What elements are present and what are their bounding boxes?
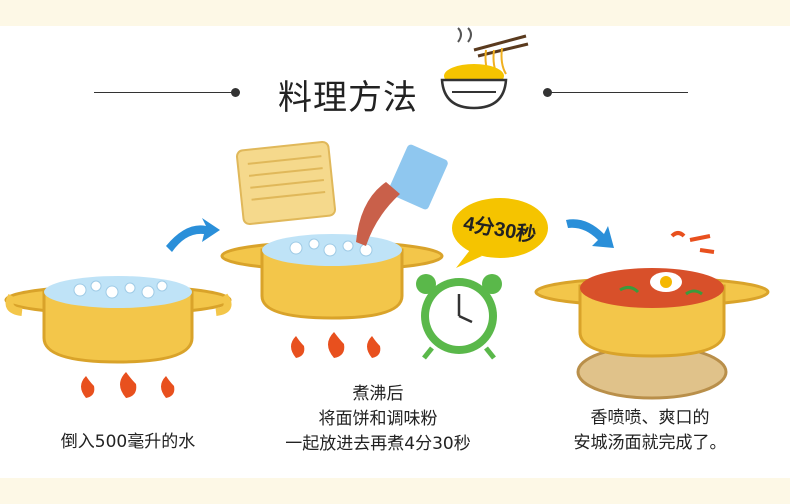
step-2-caption: 煮沸后 将面饼和调味粉 一起放进去再煮4分30秒	[263, 382, 493, 457]
arrow-icon	[566, 219, 614, 248]
alarm-clock-icon	[416, 274, 502, 360]
title-row: 料理方法	[0, 56, 790, 126]
step-2-line-1: 煮沸后	[352, 384, 404, 404]
arrow-icon	[166, 218, 220, 252]
step-2-line-2: 将面饼和调味粉	[318, 409, 438, 429]
flame-icon	[81, 372, 175, 398]
timer-bubble: 4分30秒	[452, 198, 548, 268]
step-2-line-3: 一起放进去再煮4分30秒	[285, 434, 471, 454]
noodle-bowl-icon	[440, 27, 529, 110]
title-dot-right	[543, 88, 552, 97]
step-3-line-1: 香喷喷、爽口的	[590, 408, 710, 428]
title-divider-right	[548, 92, 688, 93]
step-3-caption: 香喷喷、爽口的 安城汤面就完成了。	[540, 406, 760, 456]
step-3-line-2: 安城汤面就完成了。	[573, 433, 727, 453]
pot-step-1	[4, 276, 232, 364]
step-1-caption: 倒入500毫升的水	[28, 430, 228, 455]
title-dot-left	[231, 88, 240, 97]
title-divider-left	[94, 92, 234, 93]
pot-step-2	[220, 140, 448, 320]
flame-icon	[291, 332, 381, 358]
page-title: 料理方法	[278, 78, 418, 118]
pot-step-3	[534, 231, 770, 400]
step-1-line-1: 倒入500毫升的水	[60, 432, 196, 452]
